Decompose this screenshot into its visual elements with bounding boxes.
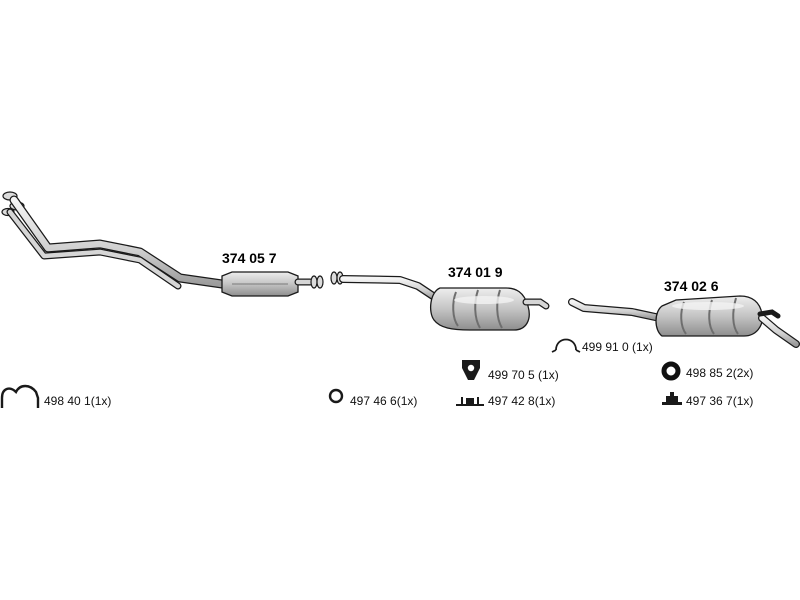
arc-hanger-icon	[0, 384, 40, 408]
mounting-kit-label: 497 36 7(1x)	[686, 394, 754, 408]
thick-ring-label: 498 85 2(2x)	[686, 366, 754, 380]
rubber-mount-label: 499 70 5 (1x)	[488, 368, 559, 382]
middle-silencer-assembly	[330, 271, 550, 331]
arc-hanger-label: 498 40 1(1x)	[44, 394, 112, 408]
strap-bracket-label: 497 42 8(1x)	[488, 394, 556, 408]
front-outlet-flange	[310, 275, 324, 289]
rear-silencer-body	[655, 295, 763, 337]
middle-silencer-body	[429, 287, 530, 331]
ring-label: 497 46 6(1x)	[350, 394, 418, 408]
mounting-kit-icon	[662, 392, 682, 405]
middle-part-number: 374 01 9	[448, 264, 503, 280]
clamp-icon	[551, 338, 581, 353]
thick-ring-icon	[661, 361, 681, 381]
rear-silencer-assembly	[568, 295, 800, 348]
front-pipe-assembly	[1, 191, 324, 297]
catalytic-converter	[221, 271, 299, 297]
ring-icon	[328, 388, 344, 404]
rubber-mount-icon	[462, 360, 480, 380]
rear-part-number: 374 02 6	[664, 278, 719, 294]
strap-bracket-icon	[456, 397, 484, 406]
clamp-label: 499 91 0 (1x)	[582, 340, 653, 354]
front-part-number: 374 05 7	[222, 250, 277, 266]
